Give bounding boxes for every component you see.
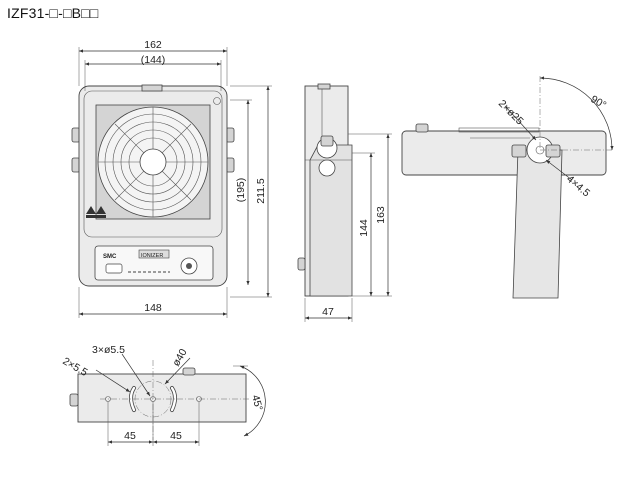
- bottom-view: 3×ø5.5 ø40 2×5.5 45° 45 45: [61, 344, 266, 446]
- panel-brand: SMC: [103, 254, 117, 260]
- front-width-label: 162: [144, 39, 162, 51]
- front-base-label: 148: [144, 302, 162, 314]
- side-bracket-height-label: 144: [358, 219, 370, 237]
- top-view: 90° 2×ø25 4×4.5: [401, 76, 614, 299]
- bottom-circle-label: ø40: [170, 347, 190, 369]
- top-holes-label: 2×ø25: [496, 98, 526, 128]
- bottom-left-pitch-label: 45: [124, 430, 136, 442]
- panel-model: IONIZER: [141, 253, 163, 259]
- bottom-right-pitch-label: 45: [170, 430, 182, 442]
- side-view: 163 144 47: [297, 83, 392, 322]
- front-inner-width-label: (144): [141, 54, 166, 66]
- front-view: SMC IONIZER 162 (144) 211.5 (195) 148: [71, 39, 272, 318]
- drawing-title: IZF31-□-□B□□: [7, 5, 99, 21]
- bottom-angle-label: 45°: [249, 394, 265, 412]
- bottom-holes-label: 3×ø5.5: [92, 344, 125, 356]
- bottom-slots-label: 2×5.5: [61, 355, 90, 379]
- top-slots-label: 4×4.5: [564, 173, 592, 199]
- top-angle-label: 90°: [589, 93, 609, 111]
- front-inner-height-label: (195): [235, 178, 247, 203]
- side-depth-label: 47: [322, 306, 334, 318]
- front-height-label: 211.5: [255, 178, 267, 204]
- side-height-label: 163: [375, 206, 387, 224]
